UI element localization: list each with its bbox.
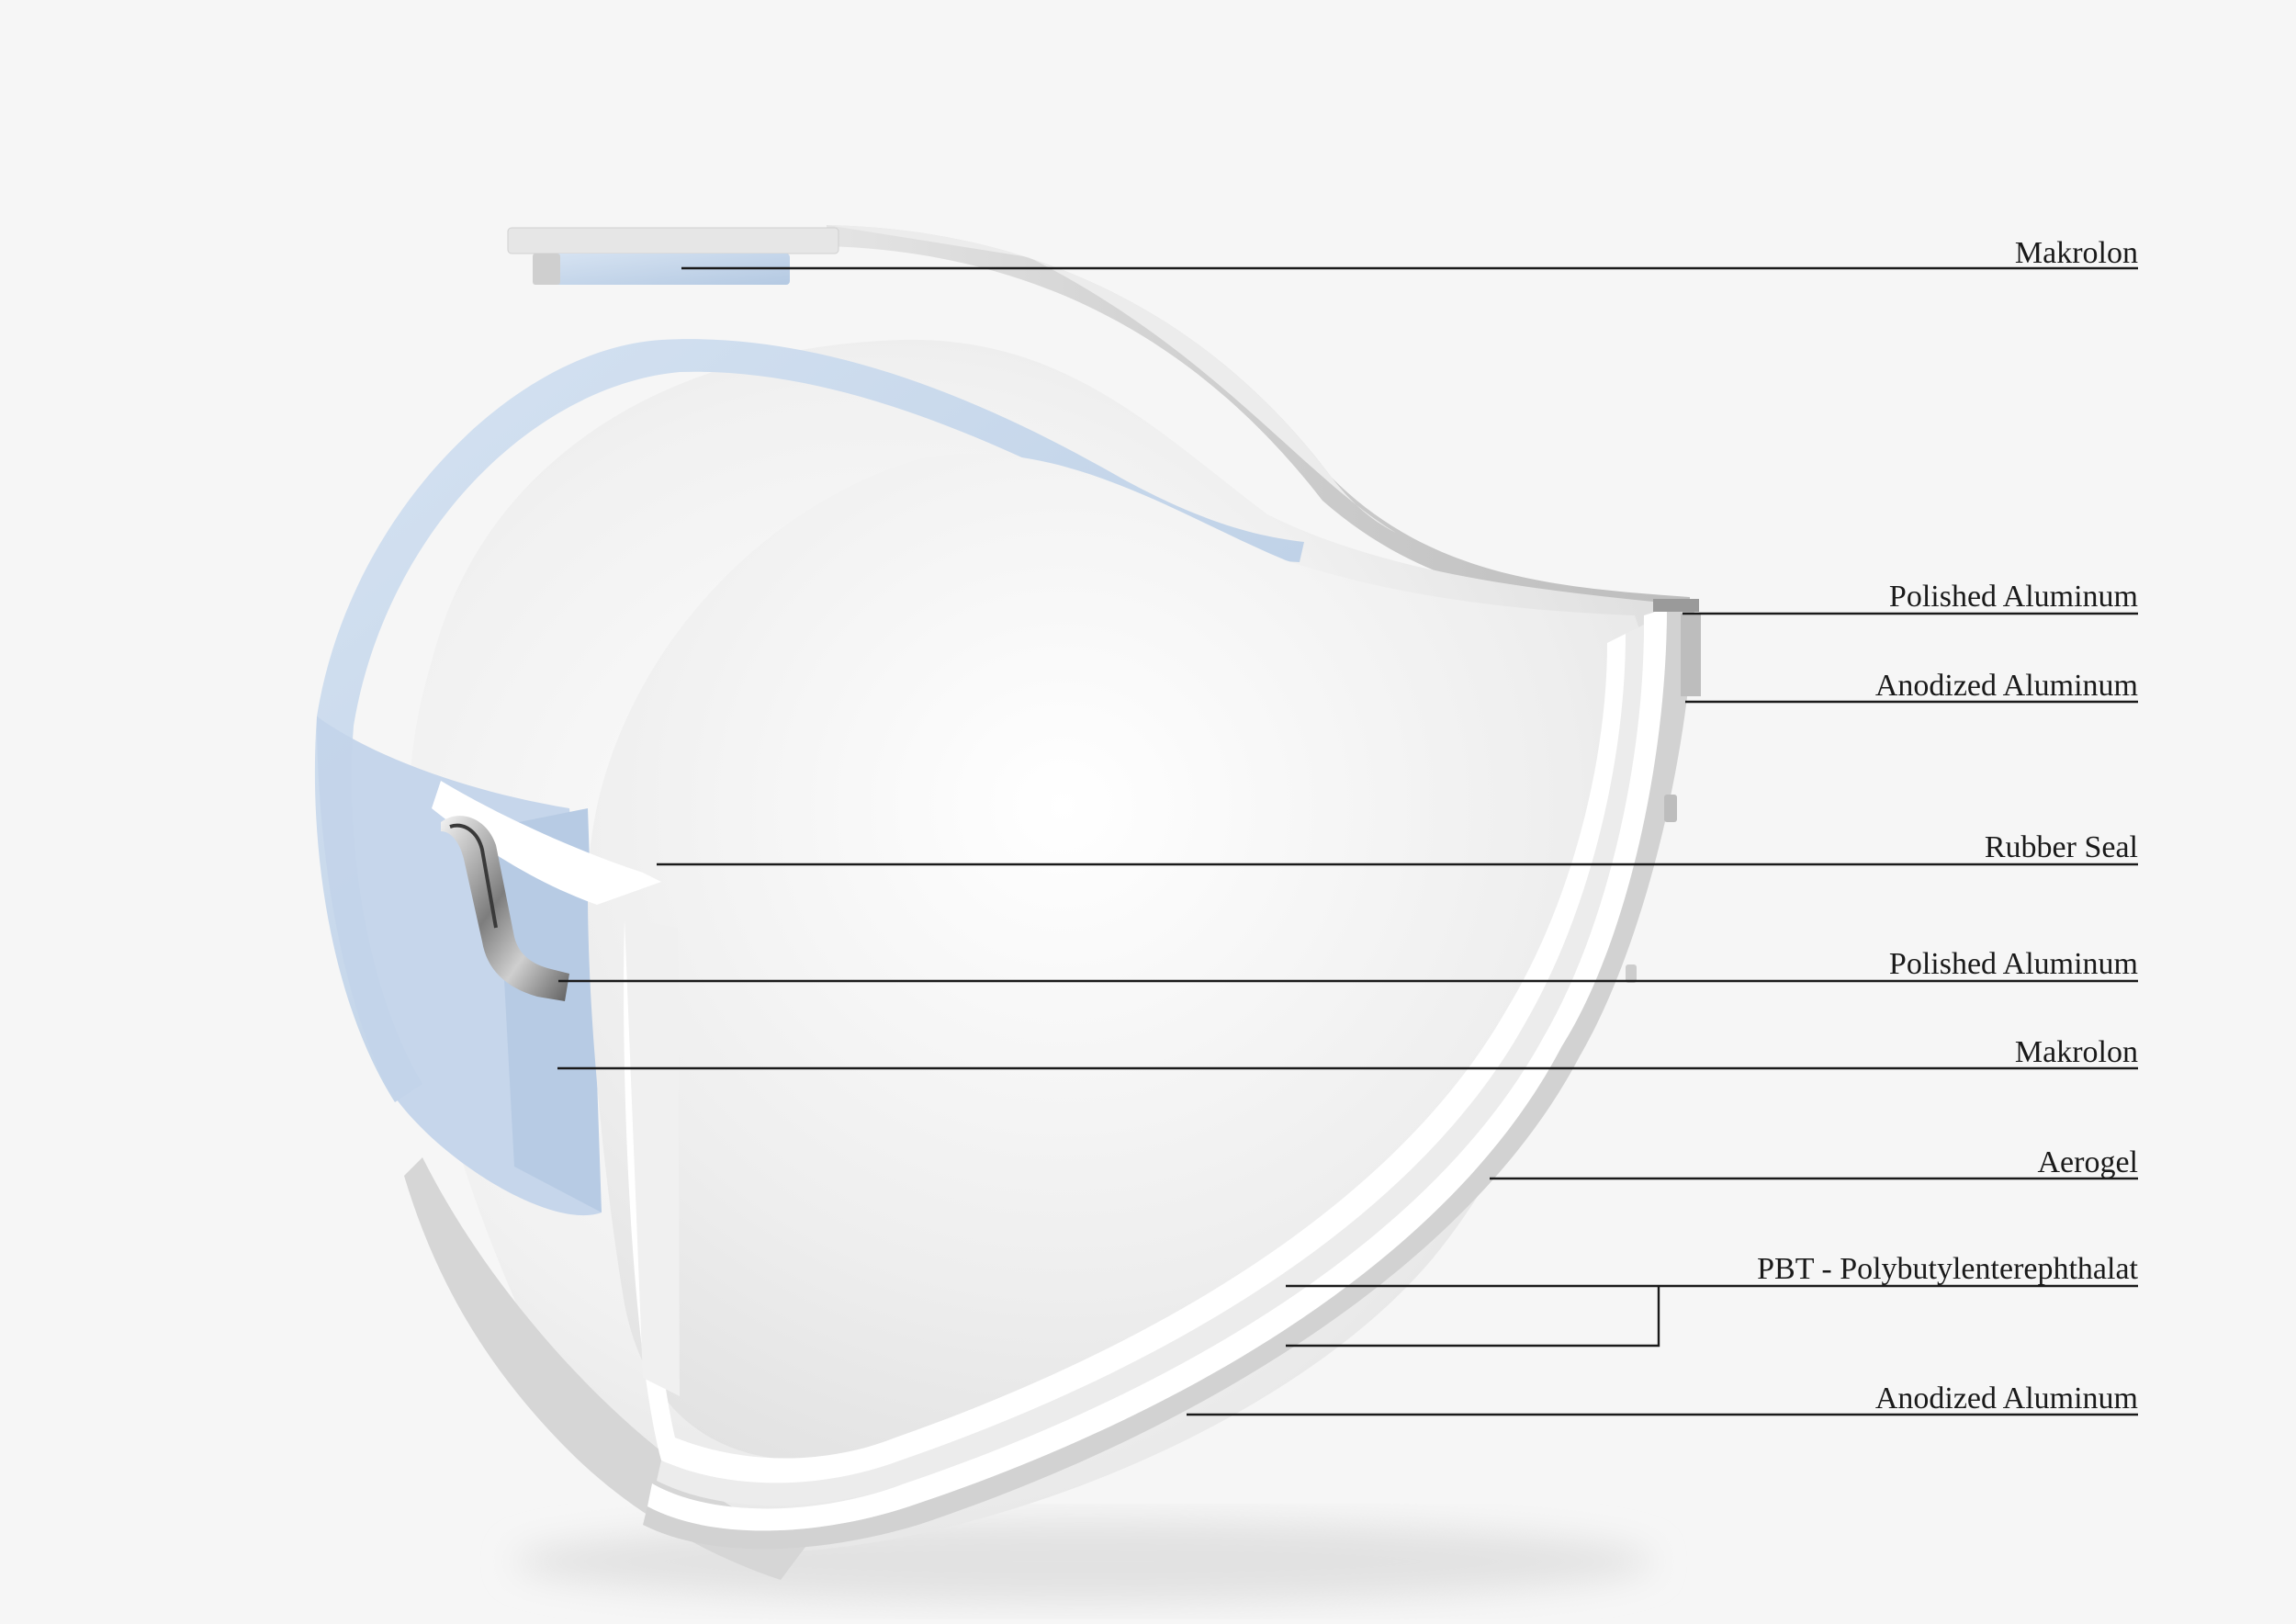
label-anodized-aluminum-top: Anodized Aluminum [1875,669,2138,703]
label-makrolon-top: Makrolon [2015,236,2138,270]
top-clip-makrolon [551,254,790,285]
label-pbt: PBT - Polybutylenterephthalat [1757,1252,2138,1286]
callout-labels: Makrolon Polished Aluminum Anodized Alum… [1757,236,2138,1415]
label-makrolon-mid: Makrolon [2015,1035,2138,1069]
leader-lines [557,266,2138,1416]
rubber-seal-lip [432,781,661,905]
top-strap [507,225,1690,614]
label-aerogel: Aerogel [2037,1145,2138,1179]
label-polished-aluminum-top: Polished Aluminum [1889,580,2138,614]
top-clip-plate [507,227,839,254]
leader-pbt-bracket [1286,1286,1660,1348]
label-rubber-seal: Rubber Seal [1985,830,2138,864]
label-anodized-aluminum-bottom: Anodized Aluminum [1875,1382,2138,1415]
inner-cavity [588,454,1644,1460]
section-walls [624,599,1701,1550]
label-polished-aluminum-mid: Polished Aluminum [1889,947,2138,981]
latch [441,816,569,1001]
